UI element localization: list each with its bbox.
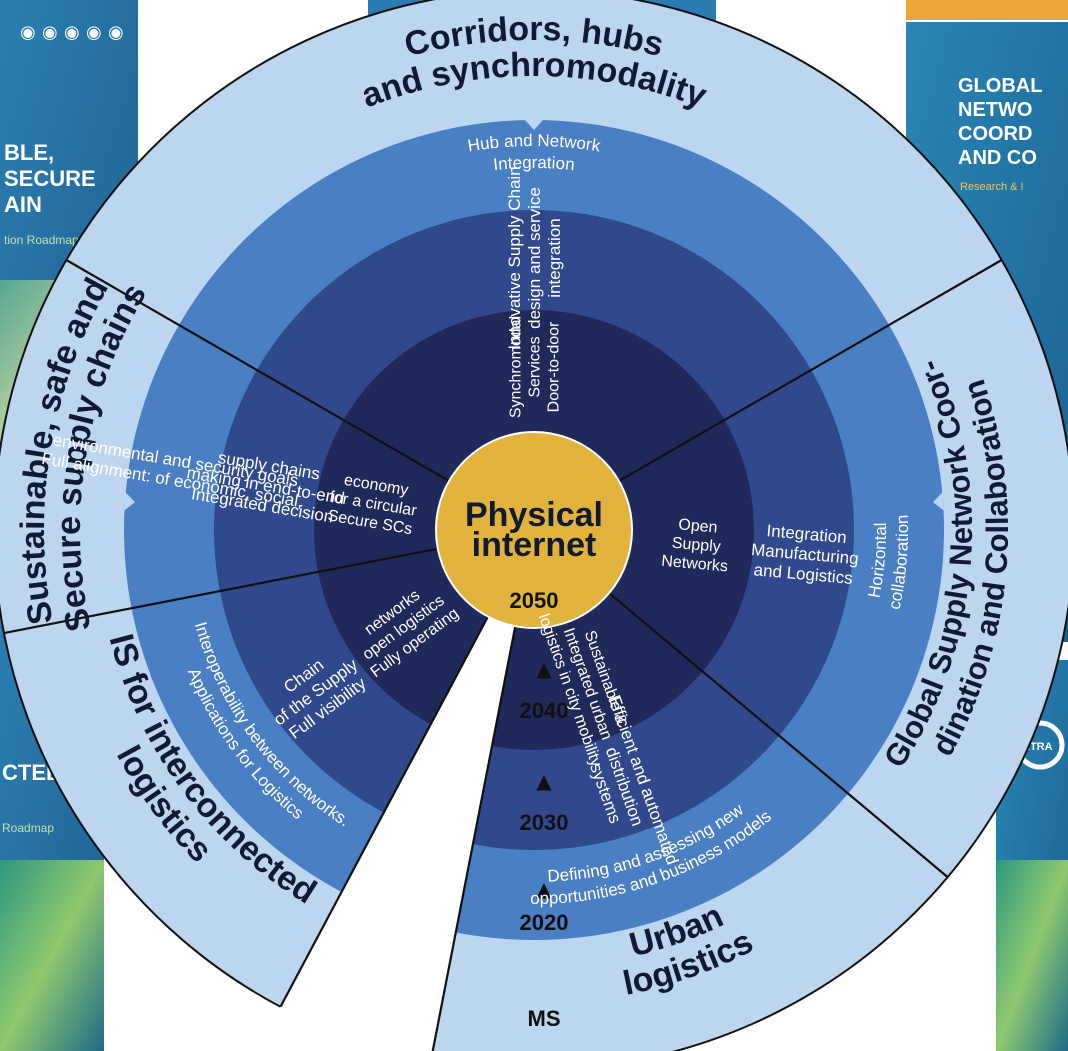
cover-icon: ◉ xyxy=(20,22,36,43)
cover-title-line: NETWO xyxy=(958,99,1032,121)
cover-title-line: SECURE xyxy=(4,166,96,191)
timeline-year: 2030 xyxy=(520,810,569,835)
ring1-label-corridors-line: Services xyxy=(527,336,544,397)
center-year: 2050 xyxy=(510,588,559,613)
ring1-label-corridors-line: Synchromodal xyxy=(508,316,525,418)
sector-separator xyxy=(3,547,439,635)
cover-title-line: AND CO xyxy=(958,147,1037,169)
cover-title-line: COORD xyxy=(958,123,1032,145)
cover-icon: ◉ xyxy=(108,22,124,43)
cover-icon: ◉ xyxy=(64,22,80,43)
cover-icon: ◉ xyxy=(86,22,102,43)
cover-title-line: BLE, xyxy=(4,140,54,165)
ring1-label-global-line: Supply xyxy=(671,535,721,556)
cover-subtitle: Roadmap xyxy=(2,821,54,835)
timeline-edge xyxy=(431,625,517,1051)
ring1-label-corridors-line: Door-to-door xyxy=(545,321,562,412)
timeline-year: 2020 xyxy=(520,910,569,935)
cover-icons-row: ◉ ◉ ◉ ◉ ◉ xyxy=(20,22,124,43)
ring2-label-corridors-line: Innovative Supply Chain xyxy=(505,166,524,349)
sector-notch xyxy=(933,492,944,511)
timeline-year: 2040 xyxy=(520,698,569,723)
center-circle xyxy=(435,431,633,629)
center-title-line1: Physical xyxy=(465,496,603,534)
timeline-arrow-icon: ▲ xyxy=(536,657,552,681)
timeline-arrow-icon: ▲ xyxy=(536,769,552,793)
ring1-label-global-line: Open xyxy=(678,516,718,536)
ring1-label-global-line: Networks xyxy=(661,553,729,576)
cover-title-line: GLOBAL xyxy=(958,75,1042,97)
ring3-label-corridors: Integration xyxy=(492,153,575,174)
cover-subtitle: Research & I xyxy=(960,181,1024,193)
sector-separator xyxy=(608,592,949,878)
sector-notch xyxy=(525,120,543,130)
timeline-start: MS xyxy=(528,1006,561,1031)
cover-right-bottom: RTRA xyxy=(996,660,1068,1051)
cover-subtitle: tion Roadmap xyxy=(4,233,79,247)
timeline-edge xyxy=(279,616,489,1008)
center-title-line2: internet xyxy=(472,526,597,564)
cover-title-line: AIN xyxy=(4,192,42,217)
timeline-arrow-icon: ▲ xyxy=(536,877,552,901)
cover-icon: ◉ xyxy=(42,22,58,43)
sector-notch xyxy=(124,492,135,511)
sector-separator xyxy=(618,259,1003,482)
ring2-label-corridors-line: integration xyxy=(545,218,564,297)
ring2-label-corridors-line: design and service xyxy=(525,187,544,329)
sector-separator xyxy=(65,259,450,482)
